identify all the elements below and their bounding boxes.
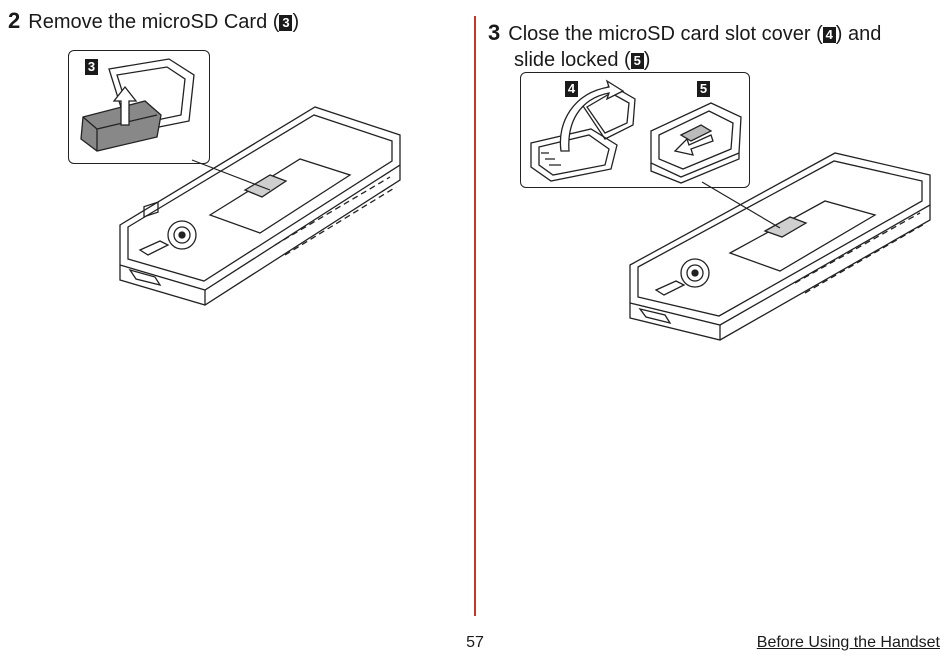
slide-lock-arrow-icon (650, 102, 742, 184)
step-number: 2 (8, 8, 21, 33)
page-number: 57 (466, 634, 484, 651)
step-text-line2: slide locked ( (514, 49, 631, 71)
step-text-middle: ) and (835, 23, 882, 45)
step-text: Close the microSD card slot cover ( (508, 23, 823, 45)
step-text-end: ) (643, 49, 651, 71)
step-text-end: ) (292, 11, 300, 33)
inset-badge-cover: 4 (565, 81, 578, 97)
step-badge-cover: 4 (822, 27, 836, 43)
step-badge-lock: 5 (630, 53, 644, 69)
microsd-card-arrow-icon (80, 58, 195, 152)
step-number: 3 (488, 20, 501, 45)
section-link[interactable]: Before Using the Handset (756, 634, 940, 651)
inset-badge: 3 (85, 59, 98, 75)
step-text: Remove the microSD Card ( (28, 11, 280, 33)
slot-cover-arc-arrow-icon (530, 79, 636, 182)
slot-cover-close-inset: 4 5 (520, 72, 750, 188)
step-3-heading: 3 Close the microSD card slot cover (4) a… (488, 20, 943, 73)
step-badge: 3 (279, 15, 293, 31)
handset-line-art-left (119, 106, 401, 306)
inset-badge-lock: 5 (697, 81, 710, 97)
column-divider (474, 16, 476, 616)
inset-connector-line (191, 159, 271, 191)
step-2-heading: 2 Remove the microSD Card (3) (8, 8, 299, 35)
microsd-removal-inset: 3 (68, 50, 210, 164)
handset-line-art-right (629, 152, 931, 341)
inset-connector-line (701, 181, 781, 229)
